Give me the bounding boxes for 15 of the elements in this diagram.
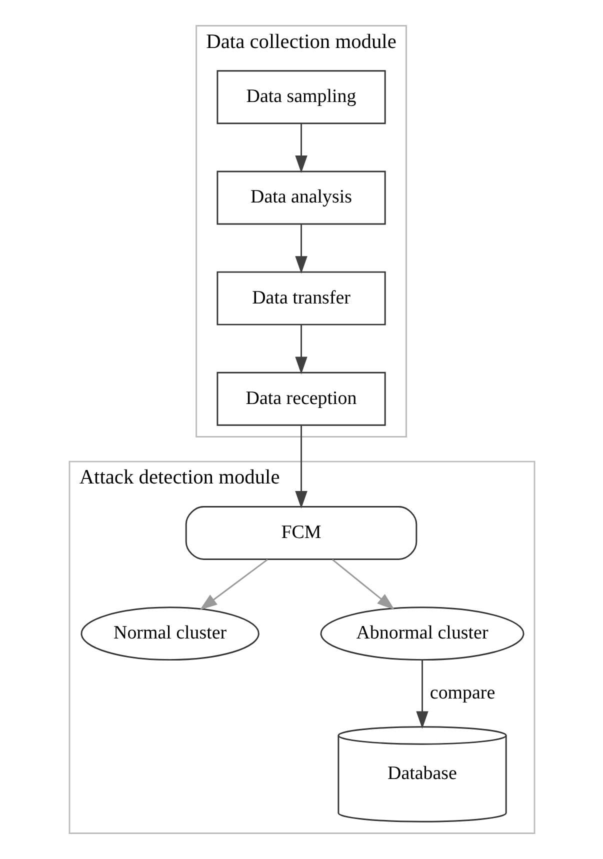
- arrow: [294, 324, 307, 374]
- arrow: [294, 124, 307, 174]
- arrow: [294, 426, 307, 509]
- node-box: Data transfer: [216, 271, 386, 326]
- arrow: [331, 559, 394, 610]
- arrow: [294, 224, 307, 274]
- arrow: [416, 660, 428, 729]
- node-box: Data sampling: [216, 70, 386, 124]
- arrow: [199, 559, 268, 610]
- node-ellipse: Abnormal cluster: [320, 606, 524, 661]
- node-box: FCM: [184, 506, 417, 560]
- node-box: Data reception: [216, 372, 386, 426]
- node-ellipse: Normal cluster: [80, 606, 259, 661]
- edge-label: compare: [429, 682, 495, 704]
- node-box: Data analysis: [216, 170, 386, 225]
